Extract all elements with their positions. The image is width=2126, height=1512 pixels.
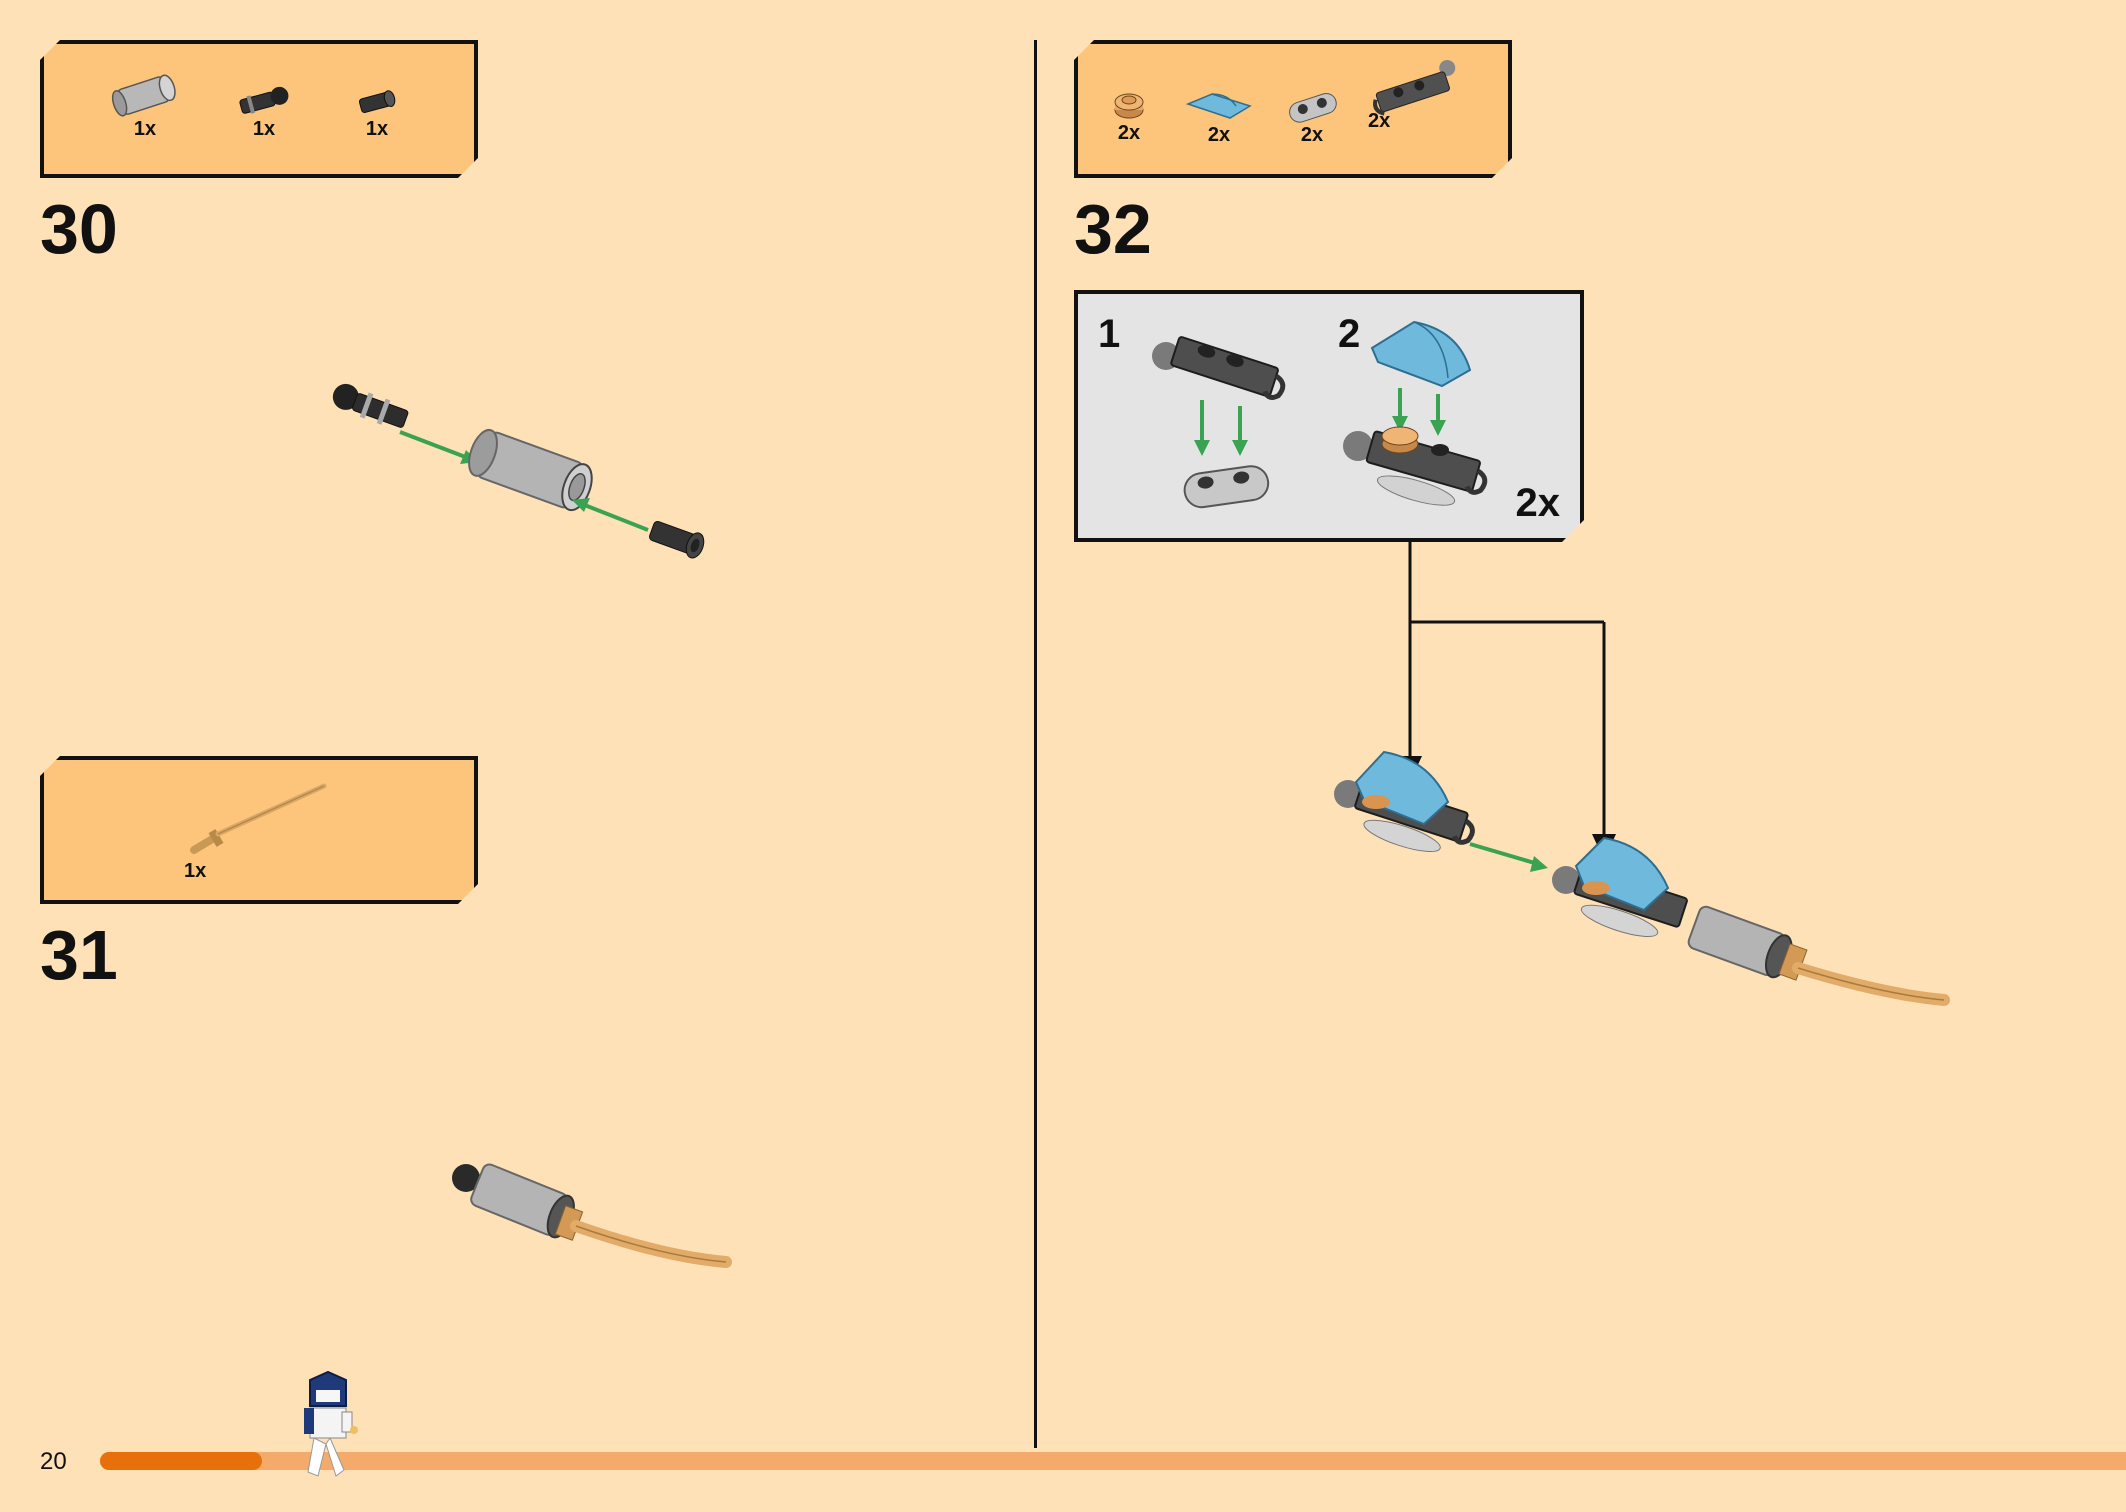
part-quantity: 2x [1207,124,1231,146]
part-item: 2x [1284,88,1340,147]
parts-box-step-31: 1x [40,756,478,904]
step-number-31: 31 [40,916,118,994]
light-gray-technic-pin-connector-icon [110,72,180,116]
light-gray-jumper-plate-icon [1284,88,1340,122]
page-divider [1034,40,1037,1448]
tan-round-plate-icon [1112,92,1146,120]
blue-curved-slope-icon [1184,90,1254,122]
dark-gray-plate-with-clip-icon [1368,58,1468,118]
black-ball-joint-axle-icon [234,84,294,116]
sub-assembly-callout: 1 2 2x [1074,290,1584,542]
part-item: 2x [1184,90,1254,147]
sub-step-number-2: 2 [1338,312,1361,356]
parts-box-step-32: 2x 2x 2x 2x [1074,40,1512,178]
black-technic-pin-icon [354,88,400,116]
page-number: 20 [40,1448,67,1475]
part-item: 2x [1368,58,1468,118]
step-30-assembly-illustration [332,383,705,559]
part-quantity: 1x [252,118,276,140]
part-item: 1x [354,88,400,141]
part-item: 1x [110,72,180,141]
step-31-assembly-illustration [452,1163,732,1268]
part-quantity: 1x [365,118,389,140]
part-quantity: 2x [1368,110,1391,132]
step-number-32: 32 [1074,190,1152,268]
part-item: 1x [234,84,294,141]
step-number-30: 30 [40,190,118,268]
part-quantity: 1x [133,118,157,140]
callout-multiplier: 2x [1515,481,1560,525]
part-quantity: 1x [184,860,207,882]
part-item: 1x [184,780,334,860]
progress-bar [100,1452,2126,1470]
sub-step-illustrations [1078,294,1588,546]
minifigure-mascot-icon [304,1370,358,1477]
part-quantity: 2x [1300,124,1324,146]
tan-katana-sword-icon [184,780,334,860]
step-32-assembly-illustration [1334,750,1950,1006]
part-item: 2x [1112,92,1146,145]
parts-box-step-30: 1x 1x 1x [40,40,478,178]
sub-step-number-1: 1 [1098,312,1121,356]
part-quantity: 2x [1117,122,1141,144]
progress-fill [100,1452,263,1470]
